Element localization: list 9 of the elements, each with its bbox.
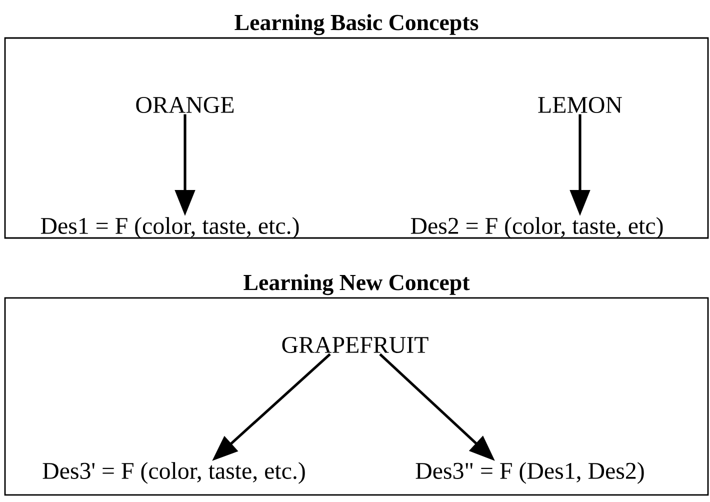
concept-label: GRAPEFRUIT bbox=[282, 336, 428, 354]
formula-text: Des2 = F (color, taste, etc) bbox=[410, 217, 663, 239]
concept-label: LEMON bbox=[538, 96, 622, 114]
node-label: Learning Basic Concepts bbox=[234, 14, 478, 36]
formula-text: Des3" = F (Des1, Des2) bbox=[416, 462, 644, 484]
formula-text: Des3' = F (color, taste, etc.) bbox=[42, 462, 305, 484]
concept-label: ORANGE bbox=[136, 96, 234, 114]
node-label: Learning New Concept bbox=[244, 274, 470, 296]
formula-text: Des1 = F (color, taste, etc.) bbox=[40, 217, 299, 239]
